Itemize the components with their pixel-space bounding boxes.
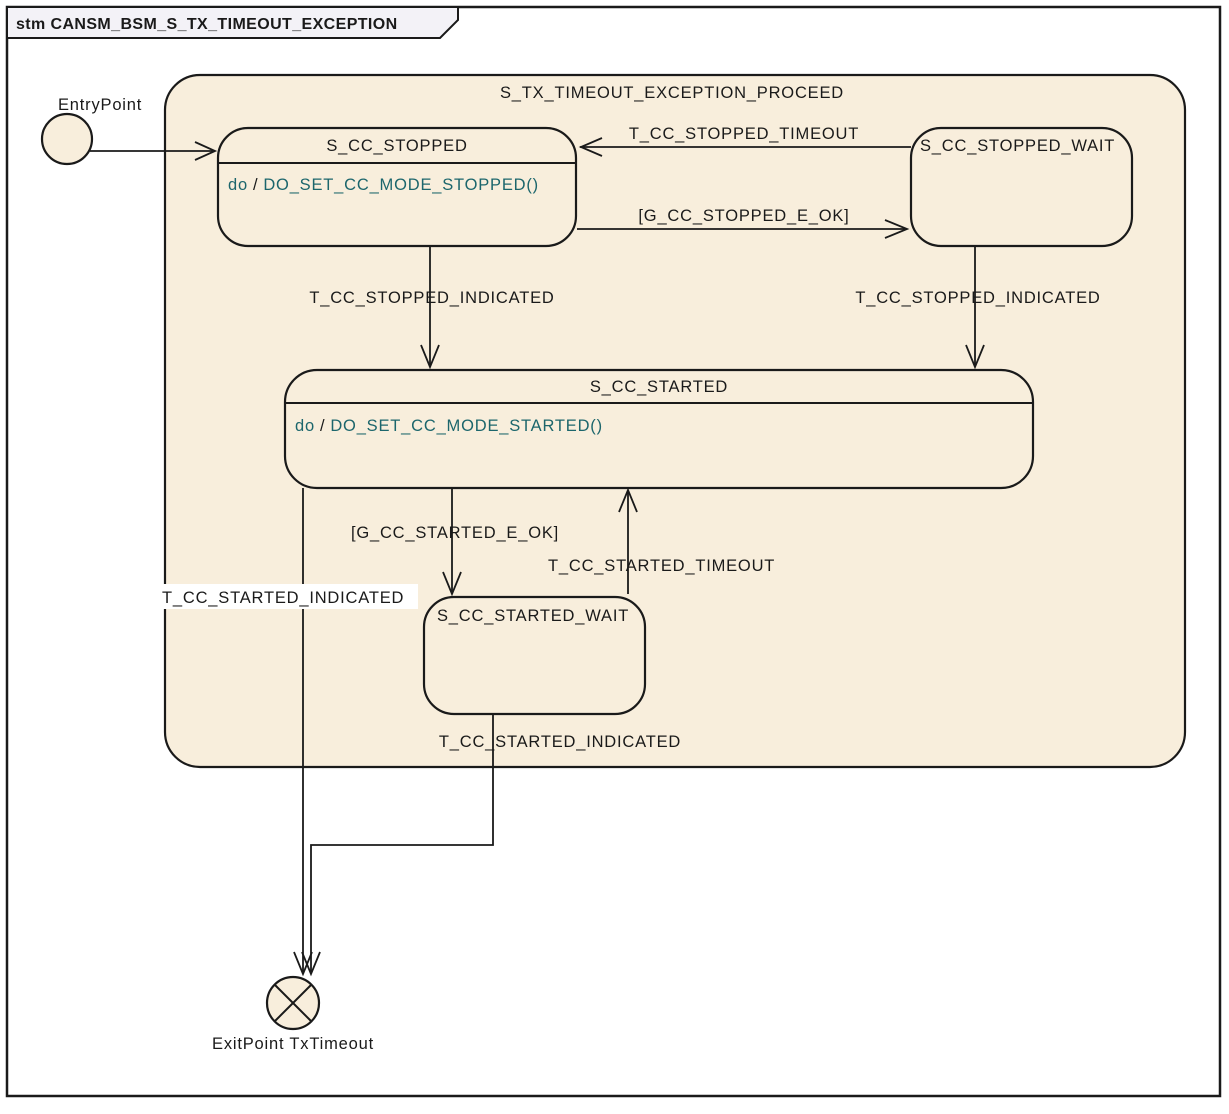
t-cc-stopped-timeout-arrowhead: [578, 137, 603, 157]
g-cc-started-e-ok-arrowhead: [442, 571, 462, 597]
state-s-cc-stopped-wait: S_CC_STOPPED_WAIT: [909, 126, 1134, 248]
s-cc-stopped-wait-name: S_CC_STOPPED_WAIT: [920, 137, 1115, 155]
initial-transition-arrowhead: [194, 141, 218, 161]
s-cc-stopped-name: S_CC_STOPPED: [326, 137, 467, 155]
g-cc-started-e-ok-label: [G_CC_STARTED_E_OK]: [351, 524, 559, 542]
g-cc-stopped-e-ok-label: [G_CC_STOPPED_E_OK]: [638, 207, 849, 225]
entry-point-node: [40, 112, 94, 166]
t-cc-stopped-indicated-left-label: T_CC_STOPPED_INDICATED: [309, 289, 554, 307]
exit-point-x-icon: [274, 984, 312, 1022]
s-cc-started-wait-box: [422, 595, 647, 716]
t-cc-started-indicated-wait-to-exit-arrowhead: [301, 951, 321, 977]
t-cc-stopped-indicated-right-label: T_CC_STOPPED_INDICATED: [855, 289, 1100, 307]
s-cc-stopped-wait-box: [909, 126, 1134, 248]
t-cc-stopped-indicated-left-arrowhead: [420, 344, 440, 370]
s-cc-started-do-action: do/DO_SET_CC_MODE_STARTED(): [295, 417, 603, 435]
state-s-cc-started: S_CC_STARTED do/DO_SET_CC_MODE_STARTED(): [283, 368, 1035, 490]
state-s-cc-stopped: S_CC_STOPPED do/DO_SET_CC_MODE_STOPPED(): [216, 126, 578, 248]
composite-region-title: S_TX_TIMEOUT_EXCEPTION_PROCEED: [500, 84, 844, 102]
t-cc-started-indicated-label-highlight: [156, 584, 418, 609]
s-cc-started-name: S_CC_STARTED: [590, 378, 728, 396]
t-cc-stopped-indicated-right-arrowhead: [965, 344, 985, 370]
frame-title-tab: [6, 6, 459, 39]
t-cc-stopped-timeout-label: T_CC_STOPPED_TIMEOUT: [629, 125, 859, 143]
exit-point-label: ExitPoint TxTimeout: [212, 1035, 374, 1053]
frame-title: stm CANSM_BSM_S_TX_TIMEOUT_EXCEPTION: [16, 16, 398, 33]
s-cc-stopped-box: [216, 126, 578, 248]
t-cc-started-indicated-to-exit-label: T_CC_STARTED_INDICATED: [162, 589, 404, 607]
t-cc-started-indicated-wait-to-exit-line: [310, 714, 494, 973]
exit-point-node: [265, 975, 321, 1031]
s-cc-started-wait-name: S_CC_STARTED_WAIT: [437, 607, 629, 625]
g-cc-stopped-e-ok-arrowhead: [884, 219, 910, 239]
entry-point-label: EntryPoint: [58, 96, 142, 114]
s-cc-stopped-do-action: do/DO_SET_CC_MODE_STOPPED(): [228, 176, 539, 194]
s-cc-started-box: [283, 368, 1035, 490]
t-cc-started-timeout-label: T_CC_STARTED_TIMEOUT: [548, 557, 775, 575]
state-s-cc-started-wait: S_CC_STARTED_WAIT: [422, 595, 647, 716]
t-cc-started-indicated-to-exit-arrowhead: [293, 951, 313, 977]
t-cc-started-indicated-wait-to-exit-label: T_CC_STARTED_INDICATED: [439, 733, 681, 751]
t-cc-started-timeout-arrowhead: [618, 487, 638, 513]
